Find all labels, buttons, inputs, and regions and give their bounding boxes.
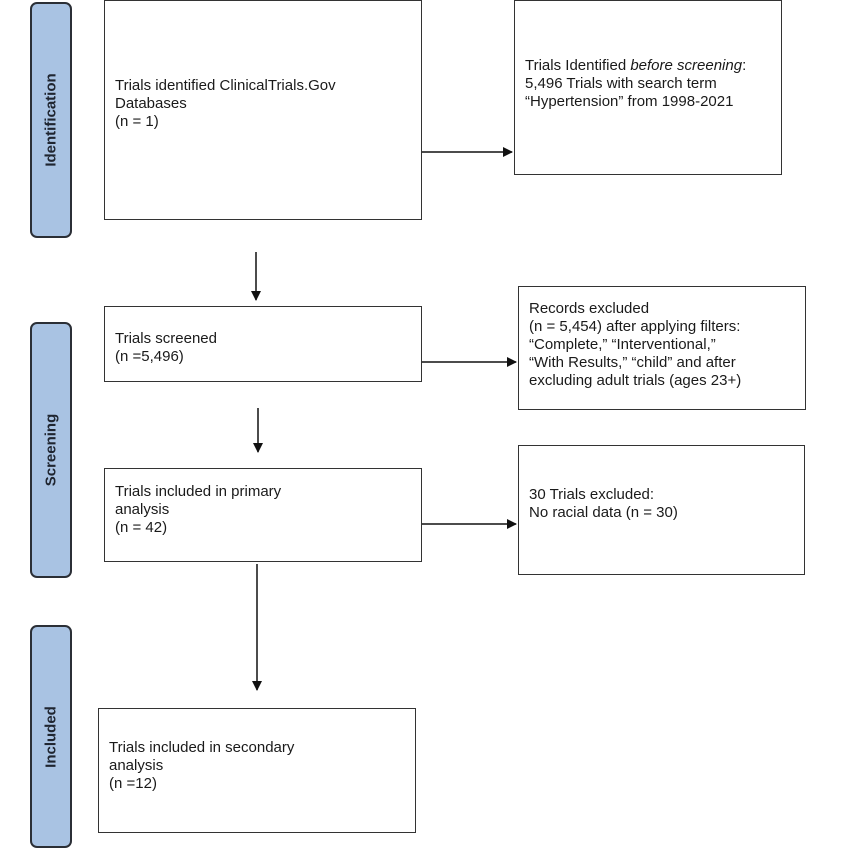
box-primary-analysis-line2: analysis xyxy=(115,501,170,518)
box-primary-analysis-line1: Trials included in primary xyxy=(115,483,282,500)
phase-screening-label: Screening xyxy=(42,413,60,487)
box-trials-screened-line2: (n =5,496) xyxy=(115,348,184,365)
box-before-screening-line3: “Hypertension” from 1998-2021 xyxy=(525,93,734,110)
box-secondary-analysis-line2: analysis xyxy=(109,757,164,774)
prisma-flow-diagram: Identification Screening Included Trials… xyxy=(24,0,863,853)
before-screening-suffix: : xyxy=(742,57,747,74)
phase-screening: Screening xyxy=(30,322,72,578)
box-trials-screened-line1: Trials screened xyxy=(115,330,217,347)
box-secondary-analysis-line1: Trials included in secondary xyxy=(109,739,295,756)
phase-identification: Identification xyxy=(30,2,72,238)
box-records-excluded-line5: excluding adult trials (ages 23+) xyxy=(529,372,742,389)
box-secondary-analysis: Trials included in secondary analysis (n… xyxy=(98,708,416,833)
box-primary-analysis-line3: (n = 42) xyxy=(115,519,168,536)
box-records-excluded-line3: “Complete,” “Interventional,” xyxy=(529,336,716,353)
box-before-screening-line1: Trials Identified before screening: xyxy=(525,57,771,75)
box-records-excluded-line4: “With Results,” “child” and after xyxy=(529,354,736,371)
box-trials-identified-line1: Trials identified ClinicalTrials.Gov xyxy=(115,77,336,94)
box-primary-analysis: Trials included in primary analysis (n =… xyxy=(104,468,422,562)
box-before-screening: Trials Identified before screening: 5,49… xyxy=(514,0,782,175)
box-trials-identified-line3: (n = 1) xyxy=(115,113,159,130)
box-trials-excluded: 30 Trials excluded: No racial data (n = … xyxy=(518,445,805,575)
box-trials-identified-line2: Databases xyxy=(115,95,187,112)
phase-included: Included xyxy=(30,625,72,848)
box-trials-identified: Trials identified ClinicalTrials.Gov Dat… xyxy=(104,0,422,220)
phase-identification-label: Identification xyxy=(42,73,60,167)
box-secondary-analysis-line3: (n =12) xyxy=(109,775,157,792)
box-trials-screened: Trials screened (n =5,496) xyxy=(104,306,422,382)
box-records-excluded: Records excluded (n = 5,454) after apply… xyxy=(518,286,806,410)
box-before-screening-line2: 5,496 Trials with search term xyxy=(525,75,717,92)
before-screening-prefix: Trials Identified xyxy=(525,57,631,74)
before-screening-italic: before screening xyxy=(630,57,743,74)
box-records-excluded-line1: Records excluded xyxy=(529,300,650,317)
phase-included-label: Included xyxy=(42,705,60,768)
box-records-excluded-line2: (n = 5,454) after applying filters: xyxy=(529,318,741,335)
box-trials-excluded-line2: No racial data (n = 30) xyxy=(529,504,678,521)
box-trials-excluded-line1: 30 Trials excluded: xyxy=(529,486,655,503)
